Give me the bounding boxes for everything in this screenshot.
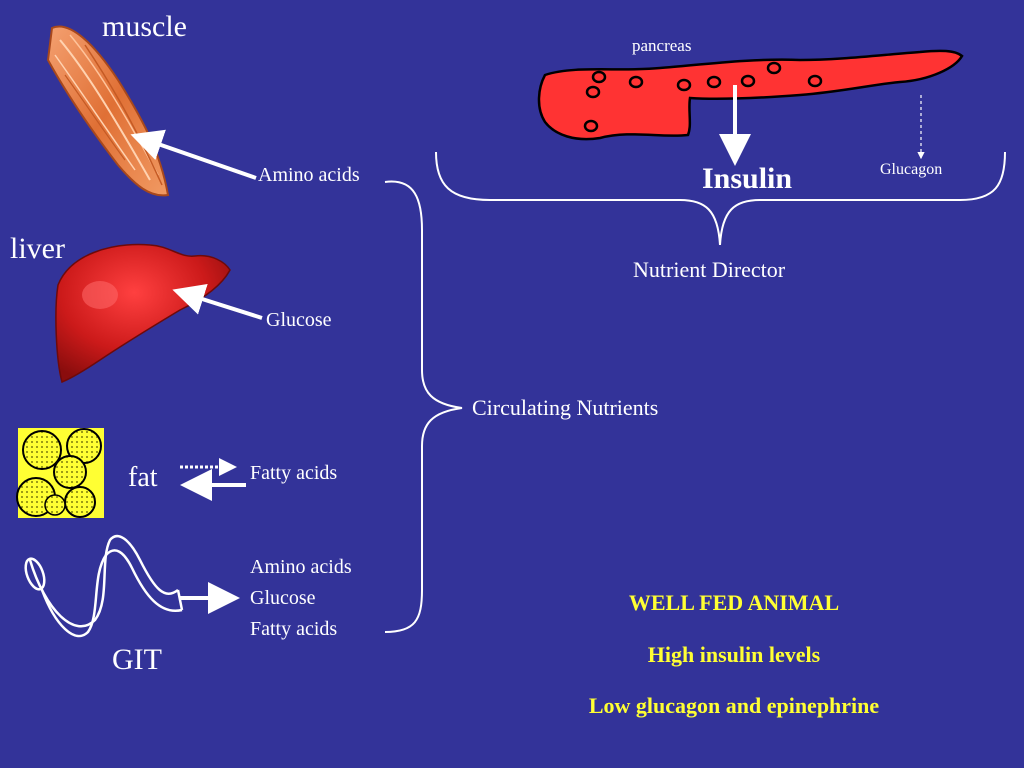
muscle-illustration: [46, 25, 170, 197]
arrow-amino-to-muscle: [130, 129, 257, 180]
muscle-amino-acids-label: Amino acids: [258, 164, 360, 186]
nutrient-director-label: Nutrient Director: [633, 257, 786, 282]
git-label: GIT: [112, 643, 162, 676]
liver-illustration: [55, 243, 231, 384]
fat-label: fat: [128, 462, 158, 493]
circulating-nutrients-label: Circulating Nutrients: [472, 395, 659, 420]
glucagon-label: Glucagon: [880, 161, 943, 178]
liver-glucose-label: Glucose: [266, 309, 332, 331]
low-glucagon-text: Low glucagon and epinephrine: [588, 693, 880, 718]
git-glucose-label: Glucose: [250, 587, 316, 609]
liver-label: liver: [10, 232, 65, 265]
git-fatty-acids-label: Fatty acids: [250, 618, 338, 640]
arrow-glucose-to-liver: [172, 284, 263, 320]
nutrient-director-brace: [435, 151, 1006, 246]
pancreas-label: pancreas: [632, 36, 692, 55]
pancreas-illustration: [537, 49, 964, 141]
well-fed-title: WELL FED ANIMAL: [628, 590, 840, 615]
insulin-label: Insulin: [702, 162, 793, 195]
fat-cells-illustration: [16, 428, 104, 518]
fat-fatty-acids-label: Fatty acids: [250, 462, 338, 484]
high-insulin-text: High insulin levels: [647, 642, 821, 667]
muscle-label: muscle: [102, 10, 187, 43]
circulation-brace: [384, 180, 463, 633]
git-amino-acids-label: Amino acids: [250, 556, 352, 578]
git-illustration: [24, 534, 184, 638]
